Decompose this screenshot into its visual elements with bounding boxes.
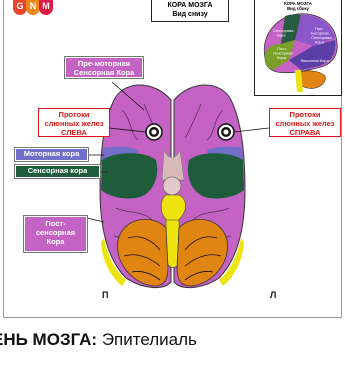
- sensory-cortex-label: Сенсорная кора: [15, 165, 100, 178]
- caption-rest: Эпителиаль: [97, 330, 197, 349]
- post-label-line-1: Пост-: [25, 219, 86, 228]
- caption-bold: ЕНЬ МОЗГА:: [0, 330, 97, 349]
- right-ducts-line-1: Протоки: [270, 110, 340, 119]
- post-sensory-label: Пост- сенсорная Кора: [24, 216, 87, 252]
- right-ducts-line-3: СПРАВА: [270, 128, 340, 137]
- caption-text: ЕНЬ МОЗГА: Эпителиаль: [0, 330, 197, 350]
- left-ducts-line-2: слюнных желез: [39, 119, 109, 128]
- side-label-left: П: [102, 290, 108, 300]
- premotor-label: Пре-моторная Сенсорная Кора: [65, 57, 143, 78]
- left-ducts-line-3: СЛЕВА: [39, 128, 109, 137]
- diagram-panel: G N M КОРА МОЗГА Вид снизу КОРА МОЗГА Ви…: [3, 0, 342, 318]
- left-salivary-target-icon: [146, 124, 162, 140]
- premotor-label-line-2: Сенсорная Кора: [66, 68, 142, 77]
- premotor-label-line-1: Пре-моторная: [66, 59, 142, 68]
- right-ducts-label: Протоки слюнных желез СПРАВА: [269, 108, 341, 137]
- left-ducts-label: Протоки слюнных желез СЛЕВА: [38, 108, 110, 137]
- post-label-line-3: Кора: [25, 237, 86, 246]
- motor-cortex-label: Моторная кора: [15, 148, 88, 161]
- post-label-line-2: сенсорная: [25, 228, 86, 237]
- left-ducts-line-1: Протоки: [39, 110, 109, 119]
- side-label-right: Л: [270, 290, 276, 300]
- right-ducts-line-2: слюнных желез: [270, 119, 340, 128]
- right-salivary-target-icon: [218, 124, 234, 140]
